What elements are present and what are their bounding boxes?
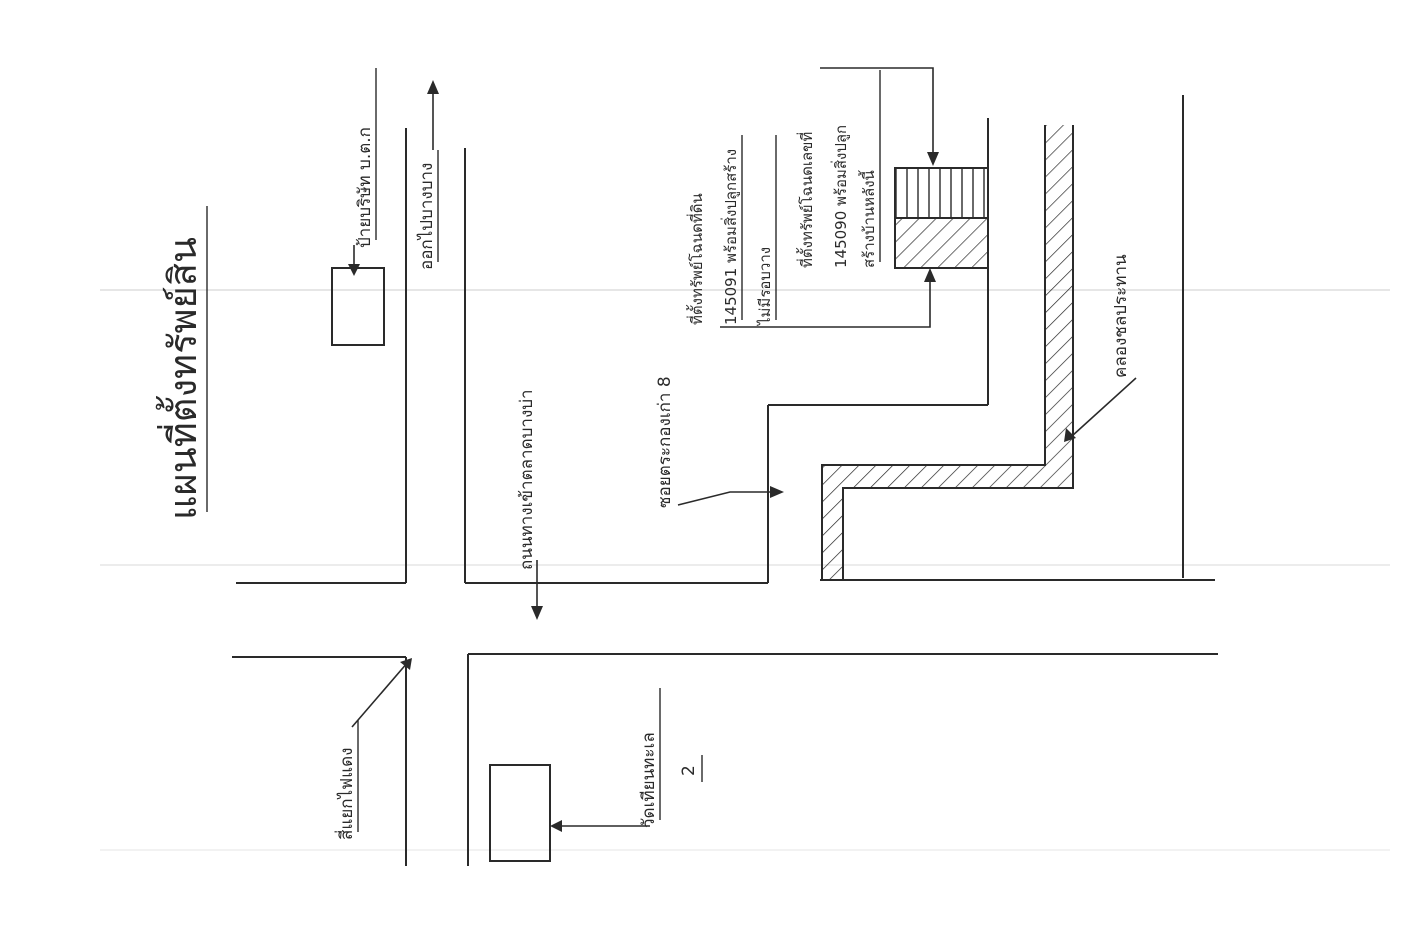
label-main-road: ถนนทางเข้าตลาดบางบ่า <box>517 389 537 570</box>
label-canal: คลองชลประทาน <box>1111 254 1131 378</box>
map-labels: แผนที่ตั้งทรัพย์สิน ป้ายบริษัท บ.ต.ก ออก… <box>155 68 1131 840</box>
property-parcels <box>894 167 989 269</box>
label-top-building: ป้ายบริษัท บ.ต.ก <box>355 127 375 248</box>
canal <box>821 125 1074 580</box>
road-lines <box>232 95 1218 866</box>
label-parcel2-line2: 145090 พร้อมสิ่งปลูก <box>830 125 850 268</box>
label-parcel2-line1: ที่ตั้งทรัพย์โฉนดเลขที่ <box>796 132 816 268</box>
label-traffic-light: สี่แยกไฟแดง <box>334 748 357 840</box>
label-top-road: ออกไปบางบาง <box>416 163 437 270</box>
label-parcel1-line2: 145091 พร้อมสิ่งปลูกสร้าง <box>720 149 740 325</box>
label-number-mark: 2 <box>679 765 699 776</box>
top-building <box>331 267 385 346</box>
bottom-building <box>489 764 551 862</box>
label-bottom-building: วัดเทียนทะเล <box>639 732 659 828</box>
map-title: แผนที่ตั้งทรัพย์สิน <box>155 237 205 520</box>
label-parcel1-line1: ที่ตั้งทรัพย์โฉนดที่ดิน <box>686 193 706 325</box>
annotation-arrows <box>348 67 1137 832</box>
label-parcel2-line3: สร้างบ้านหลังนี้ <box>858 170 878 268</box>
label-parcel1-line3: ไม่มีรอบวาง <box>756 247 774 326</box>
label-alley: ซอยตระกองเก่า 8 <box>655 376 675 508</box>
